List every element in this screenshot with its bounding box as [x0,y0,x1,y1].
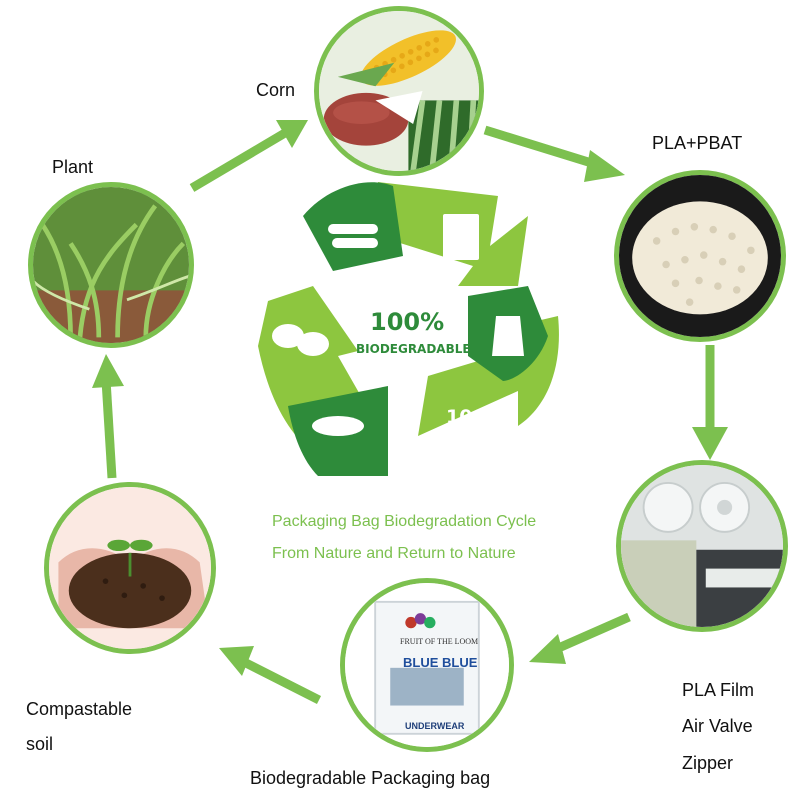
bag-subtitle: UNDERWEAR [405,721,465,731]
arrow-plant-to-corn [189,120,308,192]
arrow-soil-to-plant [92,354,124,479]
biodegradable-percent: 100% [370,308,445,336]
arrow-corn-to-pla [483,125,625,182]
soil-label: soil [26,734,54,754]
biodegradable-label: BIODEGRADABLE [356,342,471,356]
sprout-in-soil-illustration [49,487,211,649]
arrow-film-to-bag [529,612,631,664]
arrow-pla-to-film [692,345,728,460]
caption-line-1: Packaging Bag Biodegradation Cycle [272,513,537,530]
packaging-bag-image: FRUIT OF THE LOOM BLUE BLUE UNDERWEAR [340,578,514,752]
compastable-label: Compastable [26,699,133,719]
bag-brand: FRUIT OF THE LOOM [400,637,479,646]
recycle-symbol [258,182,559,476]
air-valve-label: Air Valve [682,716,753,736]
corn-sweetpotato-cane-illustration [319,11,479,171]
plant-label: Plant [52,157,94,177]
pla-pbat-image [614,170,786,342]
caption-line-2: From Nature and Return to Nature [272,545,516,562]
arrow-bag-to-soil [219,646,322,705]
pla-pbat-label: PLA+PBAT [652,133,743,153]
packaging-bag-label: Biodegradable Packaging bag [250,768,491,788]
plant-field-illustration [33,187,189,343]
bag-illustration [345,583,509,747]
compostable-percent: 100% [446,406,505,428]
pellets-illustration [619,175,781,337]
compostable-label: COMPOSTABLE [430,436,522,449]
corn-label: Corn [256,80,296,100]
bag-title: BLUE BLUE [403,655,478,670]
plant-image [28,182,194,348]
pla-film-label: PLA Film [682,680,755,700]
soil-image [44,482,216,654]
zipper-label: Zipper [682,753,734,773]
film-valve-zipper-illustration [621,465,783,627]
pla-film-image [616,460,788,632]
corn-image [314,6,484,176]
